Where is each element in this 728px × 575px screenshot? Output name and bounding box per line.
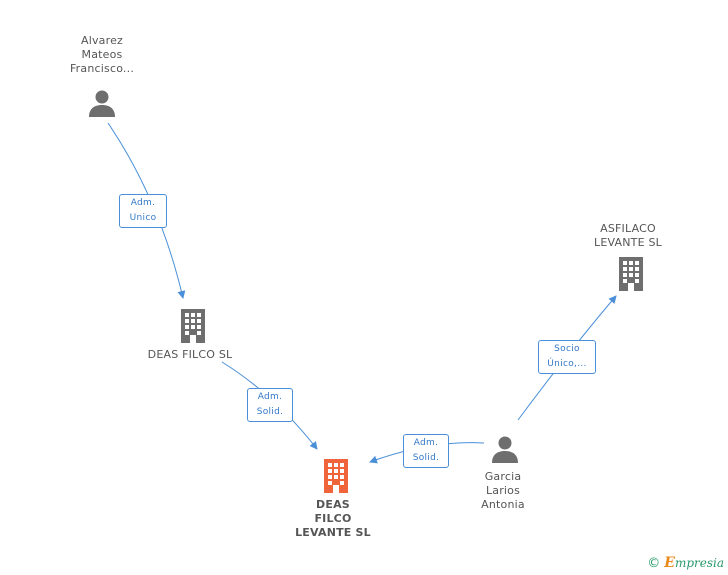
node-garcia[interactable]: Garcia Larios Antonia xyxy=(463,470,543,512)
brand-logo-initial: E xyxy=(664,555,675,571)
brand-logo-text: mpresia xyxy=(674,556,724,570)
node-label-alvarez: Alvarez Mateos Francisco... xyxy=(69,34,135,75)
edge-label-adm-solid-garcia[interactable]: Adm. Solid. xyxy=(403,434,449,468)
node-asfilaco[interactable]: ASFILACO LEVANTE SL xyxy=(578,222,678,250)
node-deas-filco[interactable]: DEAS FILCO SL xyxy=(130,348,250,362)
node-label-garcia: Garcia Larios Antonia xyxy=(481,470,525,511)
edge-label-adm-solid-deas-filco[interactable]: Adm. Solid. xyxy=(247,388,293,422)
node-label-deas-filco: DEAS FILCO SL xyxy=(147,348,233,361)
person-icon xyxy=(490,434,520,464)
edge-label-adm-unico[interactable]: Adm. Unico xyxy=(119,194,167,228)
building-icon xyxy=(178,308,208,344)
copyright-icon: © xyxy=(647,556,661,571)
node-alvarez[interactable]: Alvarez Mateos Francisco... xyxy=(52,34,152,76)
node-label-deas-filco-levante: DEAS FILCO LEVANTE SL xyxy=(295,498,371,539)
copyright-brand: ©Empresia xyxy=(647,555,724,571)
building-icon xyxy=(616,256,646,292)
node-deas-filco-levante[interactable]: DEAS FILCO LEVANTE SL xyxy=(276,498,390,540)
node-label-asfilaco: ASFILACO LEVANTE SL xyxy=(594,222,662,249)
person-icon xyxy=(87,88,117,118)
building-icon xyxy=(321,458,351,494)
edge-label-socio-unico[interactable]: Socio Único,... xyxy=(538,340,596,374)
